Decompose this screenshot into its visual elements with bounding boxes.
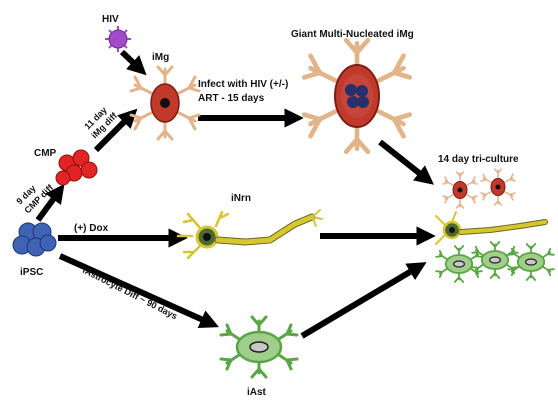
arrows — [35, 49, 436, 339]
arrow-iast-to-triculture — [300, 262, 427, 339]
triculture-neuron-icon — [435, 211, 548, 245]
dox-label: (+) Dox — [74, 223, 109, 234]
arrow-giant-to-triculture — [378, 139, 435, 185]
arrow-ipsc-to-iast — [58, 253, 220, 329]
iast-label: iAst — [247, 387, 267, 398]
iast-astrocyte-icon — [219, 315, 299, 379]
triculture-microglia-icons — [442, 168, 516, 209]
giant-img-cell-icon — [304, 40, 409, 152]
triculture-label: 14 day tri-culture — [438, 154, 519, 165]
img-label: iMg — [152, 52, 169, 63]
astro-diff-label: iAstrocyte Diff ~ 90 days — [81, 265, 179, 321]
inrn-label: iNrn — [231, 193, 251, 204]
arrow-hiv-to-img — [119, 49, 147, 76]
art-days-label: ART - 15 days — [198, 93, 265, 104]
infect-hiv-label: Infect with HIV (+/-) — [198, 79, 288, 90]
hiv-virus-icon — [105, 26, 131, 52]
img-cell-icon — [129, 65, 201, 141]
ipsc-label: iPSC — [20, 267, 43, 278]
giant-img-label: Giant Multi-Nucleated iMg — [291, 29, 414, 40]
triculture-astrocyte-icons — [435, 241, 555, 283]
cmp-cells-icon — [55, 149, 98, 186]
arrow-ipsc-to-cmp — [35, 183, 65, 222]
cmp-label: CMP — [34, 148, 57, 159]
arrow-cmp-to-img — [93, 108, 138, 153]
hiv-label: HIV — [102, 14, 119, 25]
inrn-neuron-icon — [176, 209, 323, 260]
ipsc-cells-icon — [12, 222, 57, 257]
